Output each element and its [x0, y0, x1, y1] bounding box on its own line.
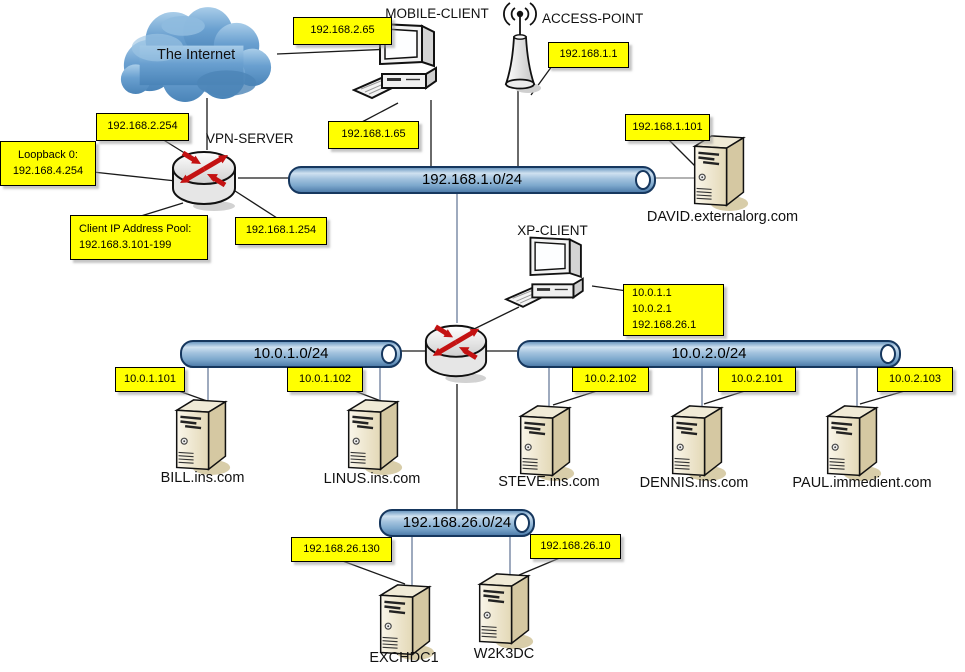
- ip-callout-access-point: 192.168.1.1: [548, 42, 629, 68]
- ip-callout-david: 192.168.1.101: [625, 114, 710, 141]
- link-internet-mobile: [276, 48, 393, 55]
- linus-server-icon: [344, 396, 404, 477]
- ip-callout-mobile-outer: 192.168.2.65: [293, 17, 392, 45]
- pipe-endcap: [880, 344, 896, 364]
- pipe-endcap: [381, 344, 397, 364]
- steve-server-icon: [516, 402, 576, 483]
- vpn-server-label: VPN-SERVER: [206, 131, 294, 146]
- ip-callout-steve: 10.0.2.102: [572, 367, 649, 392]
- linus-label: LINUS.ins.com: [323, 471, 421, 487]
- segment-10-0-1: 10.0.1.0/24: [180, 340, 402, 368]
- ip-callout-w2k3dc: 192.168.26.10: [530, 534, 621, 559]
- segment-10-0-2: 10.0.2.0/24: [517, 340, 901, 368]
- segment-label: 10.0.1.0/24: [253, 345, 329, 362]
- ip-callout-vpn-inner: 192.168.1.254: [235, 217, 327, 245]
- segment-label: 192.168.1.0/24: [421, 171, 523, 188]
- link-label-vpn-pool: [140, 202, 184, 217]
- paul-server-icon: [823, 402, 883, 483]
- paul-label: PAUL.immedient.com: [792, 475, 932, 491]
- link-label-paul: [859, 389, 909, 405]
- ip-callout-xp-router: 10.0.1.1 10.0.2.1 192.168.26.1: [623, 284, 724, 336]
- link-label-dennis: [703, 389, 749, 405]
- ip-callout-vpn-outer: 192.168.2.254: [96, 113, 189, 141]
- david-server-icon: [690, 132, 750, 213]
- access-point-label: ACCESS-POINT: [542, 11, 644, 26]
- pipe-endcap: [514, 513, 530, 533]
- ip-callout-vpn-pool: Client IP Address Pool: 192.168.3.101-19…: [70, 215, 208, 260]
- ip-callout-exchdc1: 192.168.26.130: [291, 537, 392, 562]
- segment-label: 10.0.2.0/24: [671, 345, 747, 362]
- w2k3dc-label: W2K3DC: [473, 646, 535, 662]
- ip-callout-paul: 10.0.2.103: [877, 367, 953, 392]
- link-label-w2k3dc: [511, 556, 563, 579]
- ip-callout-linus: 10.0.1.102: [287, 367, 363, 392]
- segment-label: 192.168.26.0/24: [402, 514, 512, 531]
- ip-callout-bill: 10.0.1.101: [115, 367, 185, 392]
- pipe-endcap: [635, 170, 651, 190]
- steve-label: STEVE.ins.com: [498, 474, 600, 490]
- link-label-vpn-loopback: [92, 171, 177, 182]
- vpn-server-router-icon: [170, 144, 238, 212]
- exchdc1-label: EXCHDC1: [369, 650, 439, 666]
- bill-server-icon: [172, 396, 232, 477]
- segment-192-168-26: 192.168.26.0/24: [379, 509, 535, 537]
- ip-callout-mobile-inner: 192.168.1.65: [328, 121, 419, 149]
- ip-callout-vpn-loopback: Loopback 0: 192.168.4.254: [0, 141, 96, 186]
- mobile-client-label: MOBILE-CLIENT: [385, 6, 489, 21]
- link-label-steve: [552, 389, 601, 406]
- access-point-icon: [499, 0, 541, 96]
- xp-client-computer-icon: [502, 232, 600, 318]
- segment-192-168-1: 192.168.1.0/24: [288, 166, 656, 194]
- david-label: DAVID.externalorg.com: [646, 209, 799, 225]
- ip-callout-dennis: 10.0.2.101: [718, 367, 796, 392]
- link-xp-router: [469, 306, 520, 332]
- bill-label: BILL.ins.com: [160, 470, 245, 486]
- link-label-xp: [591, 285, 628, 292]
- link-label-mobile-inner: [361, 102, 399, 123]
- link-label-exchdc1: [339, 559, 406, 585]
- core-router-icon: [423, 318, 489, 384]
- dennis-server-icon: [668, 402, 728, 483]
- link-label-vpn-inner: [231, 188, 278, 219]
- xp-client-label: XP-CLIENT: [517, 223, 588, 238]
- internet-label: The Internet: [157, 47, 236, 63]
- w2k3dc-server-icon: [475, 570, 535, 651]
- dennis-label: DENNIS.ins.com: [639, 475, 749, 491]
